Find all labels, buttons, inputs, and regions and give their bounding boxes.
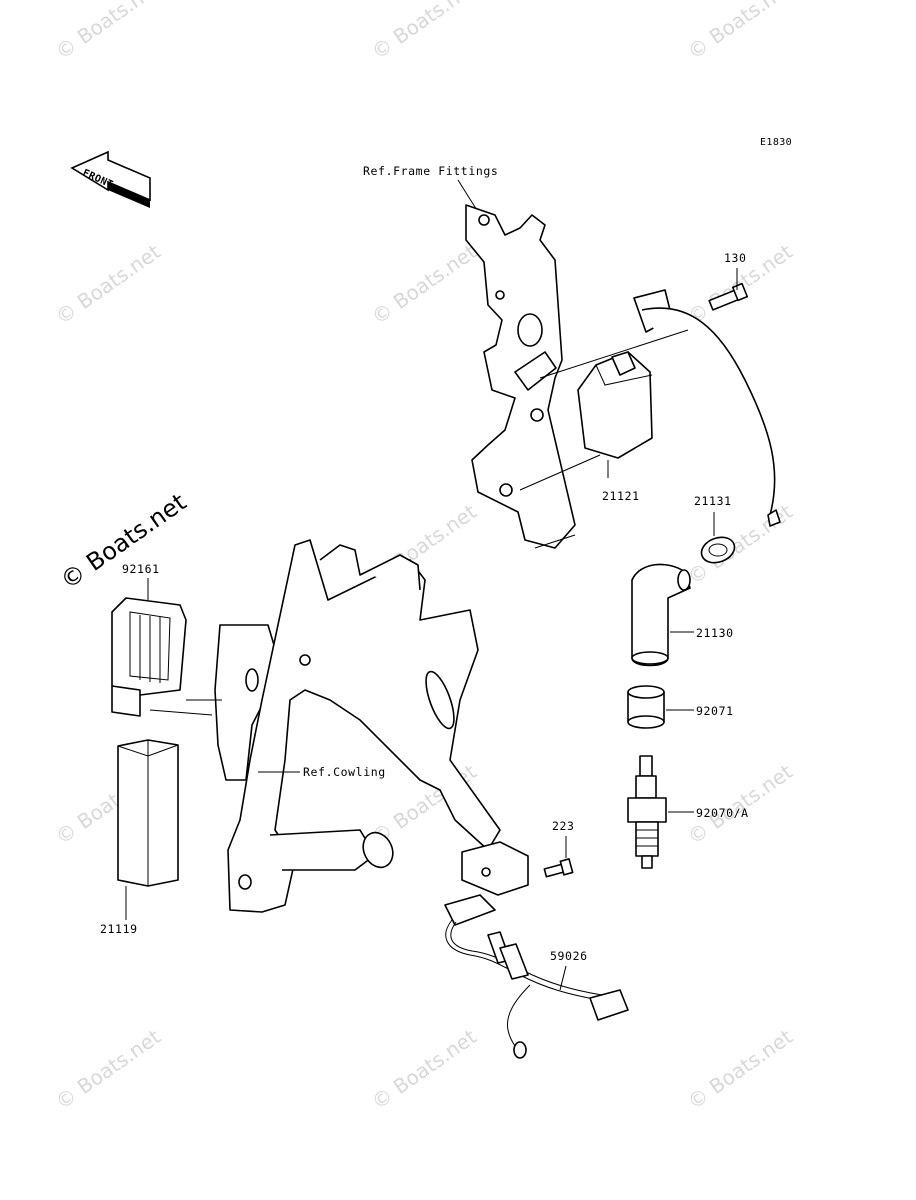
part-label-92070a: 92070/A: [696, 806, 749, 820]
watermark: © Boats.net: [367, 239, 481, 329]
frame-fitting-bracket: [465, 204, 576, 549]
part-label-59026: 59026: [550, 949, 588, 963]
ignition-coil: [577, 289, 781, 527]
watermark: © Boats.net: [367, 0, 481, 64]
watermark: © Boats.net: [51, 0, 165, 64]
watermark: © Boats.net: [683, 1024, 797, 1114]
ref-cowling-label: Ref.Cowling: [303, 765, 386, 779]
watermark: © Boats.net: [51, 239, 165, 329]
plug-cap-21130: [631, 563, 691, 667]
part-label-92161: 92161: [122, 562, 160, 576]
watermark: © Boats.net: [51, 1024, 165, 1114]
part-label-21130: 21130: [696, 626, 734, 640]
watermark-main: © Boats.net: [55, 488, 191, 595]
part-label-21121: 21121: [602, 489, 640, 503]
ref-frame-fittings-label: Ref.Frame Fittings: [363, 164, 498, 178]
igniter-21119: [117, 739, 179, 887]
watermark: © Boats.net: [367, 1024, 481, 1114]
bolt-223: [543, 858, 574, 878]
part-label-92071: 92071: [696, 704, 734, 718]
watermark: © Boats.net: [683, 0, 797, 64]
front-arrow-icon: FRONT: [70, 150, 151, 208]
part-label-130: 130: [724, 251, 747, 265]
spark-plug-92070a: [627, 755, 667, 869]
diagram-code: E1830: [760, 137, 792, 148]
part-label-223: 223: [552, 819, 575, 833]
part-label-21131: 21131: [694, 494, 732, 508]
seal-92071: [627, 685, 665, 729]
sensor-harness-59026: [444, 841, 629, 1059]
watermark: © Boats.net: [683, 759, 797, 849]
bolt-130: [708, 282, 749, 311]
watermark: © Boats.net: [683, 499, 797, 589]
cowling-stay-frame: [214, 539, 501, 913]
cover-92161: [111, 597, 187, 717]
boot-seal-21131: [700, 536, 736, 564]
part-label-21119: 21119: [100, 922, 138, 936]
